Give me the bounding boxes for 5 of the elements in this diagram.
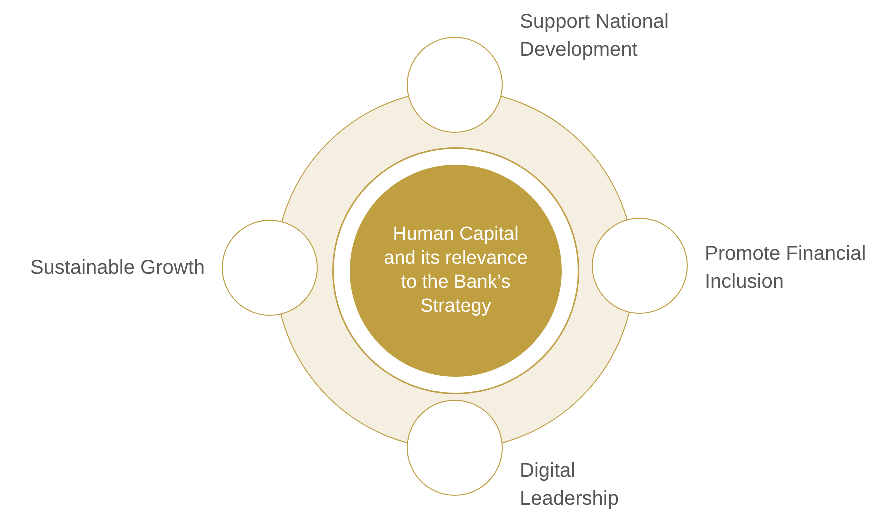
circle-caption: Digital Leadership [520,459,620,512]
circle-caption: Sustainable Growth [29,256,205,281]
center-title: Human Capital and its relevance to the Bank’s Strategy [383,223,529,319]
circle-caption: Promote Financial Inclusion [705,242,868,295]
circle-caption: Support National Development [520,10,670,63]
